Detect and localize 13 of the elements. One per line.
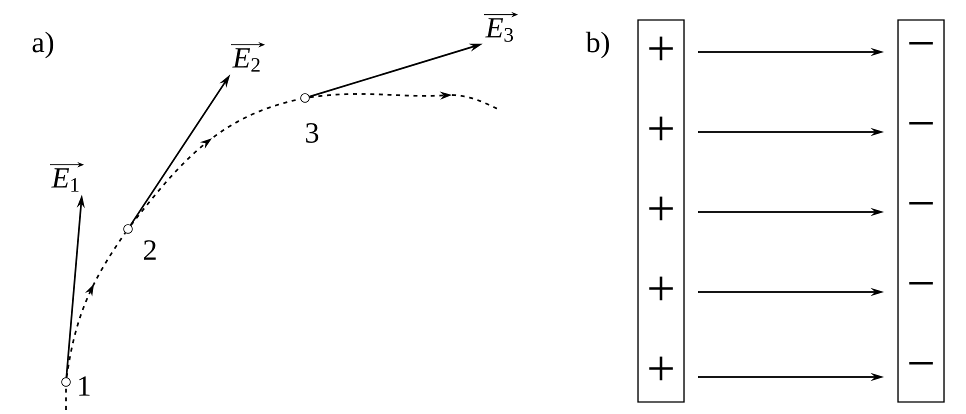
panel-label: a) [32, 32, 54, 58]
point-number: 1 [79, 376, 90, 396]
point-number: 3 [306, 123, 318, 143]
panel-label: b) [586, 32, 609, 58]
field-line [65, 386, 67, 410]
field-line [130, 98, 301, 226]
point-marker [61, 377, 71, 387]
field-line [66, 232, 126, 378]
point-marker [300, 93, 310, 103]
point-marker [123, 224, 133, 234]
point-number: 2 [144, 240, 156, 260]
charged-plate: + + + + + [637, 19, 685, 403]
charged-plate: − − − − − [897, 19, 945, 403]
